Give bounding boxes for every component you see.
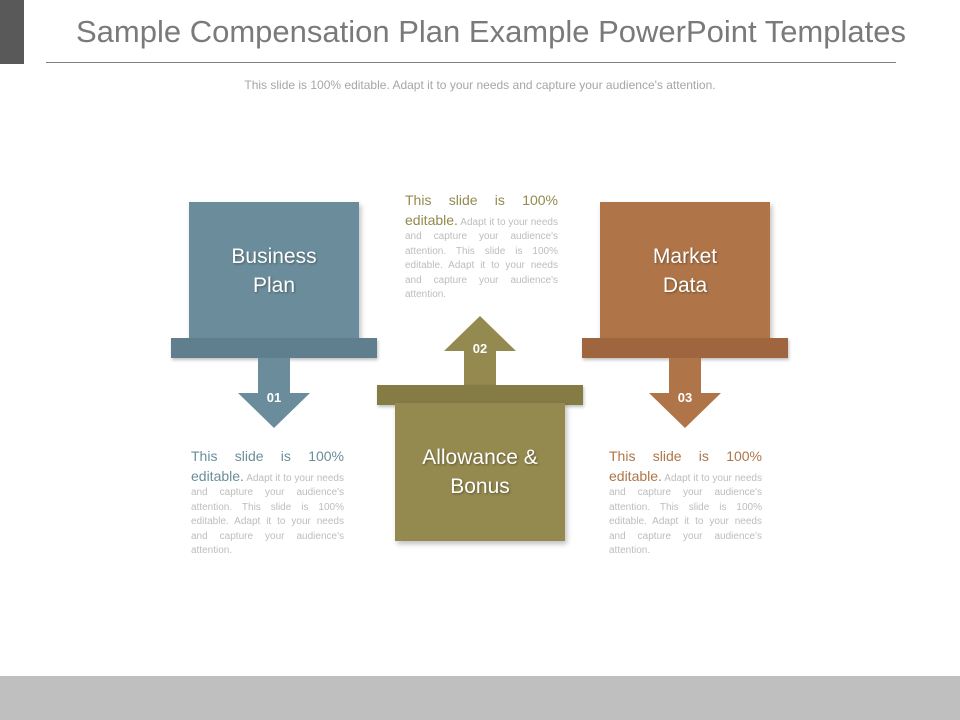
arrow-up-02-icon [444, 316, 516, 386]
business-plan-description: This slide is 100% editable. Adapt it to… [191, 447, 344, 559]
description-lead: This slide is 100% editable. [191, 448, 344, 484]
allowance-bonus-panel: Allowance & Bonus [395, 403, 565, 541]
corner-accent-bar [0, 0, 24, 64]
business-plan-label-line1: Business [231, 245, 317, 268]
allowance-bonus-description: This slide is 100% editable. Adapt it to… [405, 191, 558, 303]
market-data-label-line1: Market [652, 245, 718, 268]
description-lead: This slide is 100% editable. [405, 192, 558, 228]
slide-title: Sample Compensation Plan Example PowerPo… [76, 14, 906, 49]
market-data-label-line2: Data [662, 274, 708, 297]
arrow-down-03-icon [649, 358, 721, 428]
step-number-02: 02 [472, 341, 488, 356]
arrow-down-01-icon [238, 358, 310, 428]
allowance-bonus-bar [377, 385, 583, 405]
description-body: Adapt it to your needs and capture your … [191, 472, 344, 557]
allowance-bonus-label-line2: Bonus [450, 475, 510, 498]
market-data-panel: Market Data [600, 202, 770, 340]
business-plan-bar [171, 338, 377, 358]
market-data-description: This slide is 100% editable. Adapt it to… [609, 447, 762, 559]
title-underline [46, 62, 896, 63]
market-data-bar [582, 338, 788, 358]
step-number-03: 03 [677, 390, 693, 405]
slide-subtitle: This slide is 100% editable. Adapt it to… [244, 78, 716, 92]
description-body: Adapt it to your needs and capture your … [609, 472, 762, 557]
footer-band [0, 676, 960, 720]
step-number-01: 01 [266, 390, 282, 405]
allowance-bonus-label-line1: Allowance & [422, 446, 538, 469]
description-lead: This slide is 100% editable. [609, 448, 762, 484]
business-plan-panel: Business Plan [189, 202, 359, 340]
description-body: Adapt it to your needs and capture your … [405, 216, 558, 301]
business-plan-label-line2: Plan [252, 274, 296, 297]
